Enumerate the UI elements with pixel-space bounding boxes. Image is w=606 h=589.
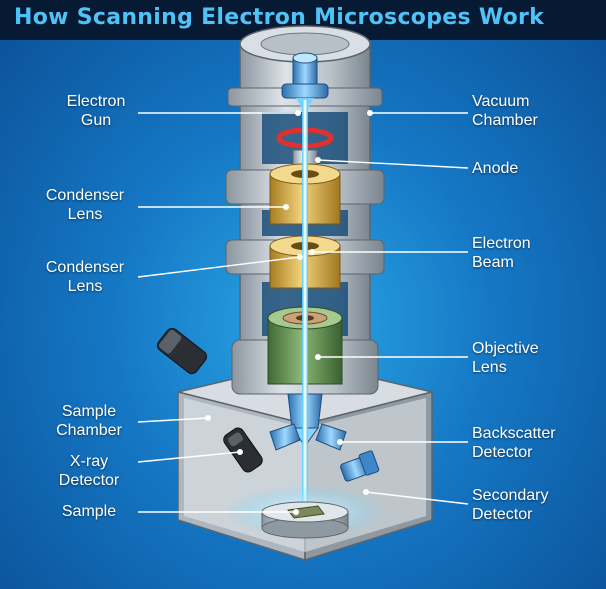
sample-stage — [225, 486, 385, 539]
secondary-detector — [340, 450, 380, 482]
leader-lines — [137, 112, 469, 513]
page-title: How Scanning Electron Microscopes Work — [14, 5, 545, 30]
side-port — [157, 327, 207, 375]
label-sample: Sample — [61, 503, 117, 520]
leader-xray-detector — [137, 451, 241, 463]
electron-gun — [281, 52, 329, 114]
leader-condenser-lens-2 — [137, 256, 301, 278]
title-bar: How Scanning Electron Microscopes Work — [0, 0, 606, 40]
electron-beam — [302, 100, 308, 512]
leader-secondary-detector — [365, 491, 469, 505]
xray-detector — [223, 427, 263, 473]
leader-anode — [317, 159, 469, 169]
leader-dots — [205, 110, 373, 515]
label-anode: Anode — [472, 160, 519, 177]
leader-sample-chamber — [137, 417, 209, 423]
